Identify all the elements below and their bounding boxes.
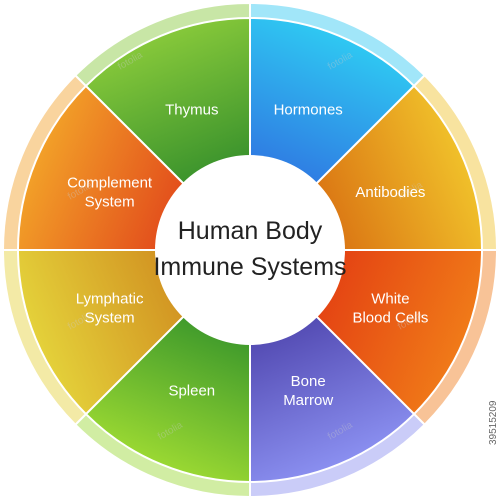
segment-label: Antibodies	[355, 184, 425, 201]
center-title-line-1: Human Body	[178, 217, 323, 245]
segment-label: Spleen	[168, 382, 215, 399]
segment-label: White	[371, 291, 409, 308]
center-circle	[155, 155, 345, 345]
center-title-line-2: Immune Systems	[153, 253, 346, 281]
segment-label: System	[85, 310, 135, 327]
stock-image-id: 39515209	[488, 400, 499, 445]
segment-label: Hormones	[274, 102, 343, 119]
segment-label: System	[85, 193, 135, 210]
segment-label: Complement	[67, 174, 153, 191]
segment-label: Marrow	[283, 392, 333, 409]
segment-label: Bone	[291, 373, 326, 390]
segment-label: Blood Cells	[352, 310, 428, 327]
segment-label: Lymphatic	[76, 291, 144, 308]
segment-label: Thymus	[165, 102, 218, 119]
